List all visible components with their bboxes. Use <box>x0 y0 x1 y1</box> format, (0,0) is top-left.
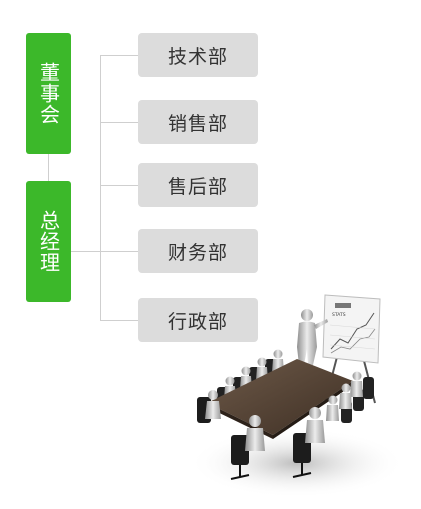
board-of-directors-box: 董事会 <box>26 33 71 154</box>
connector-branch <box>100 55 138 56</box>
department-box-after-sales: 售后部 <box>138 163 258 207</box>
connector-branch <box>100 122 138 123</box>
connector-branch <box>100 185 138 186</box>
presenter-figure <box>297 309 328 365</box>
meeting-illustration: STATS <box>189 294 405 498</box>
flip-chart-stats-label: STATS <box>332 312 346 318</box>
right-row-attendees <box>326 371 374 423</box>
department-box-finance: 财务部 <box>138 229 258 273</box>
front-row-attendees <box>197 390 325 480</box>
connector-board-to-manager <box>48 154 49 181</box>
connector-manager-to-trunk <box>71 251 101 252</box>
connector-branch <box>100 251 138 252</box>
connector-trunk <box>100 55 101 320</box>
board-of-directors-label: 董事会 <box>36 62 61 125</box>
connector-branch <box>100 320 138 321</box>
department-box-administration: 行政部 <box>138 298 258 342</box>
department-box-sales: 销售部 <box>138 100 258 144</box>
general-manager-label: 总经理 <box>36 210 61 273</box>
flip-chart: STATS <box>322 294 381 404</box>
conference-table <box>207 359 353 435</box>
department-box-technology: 技术部 <box>138 33 258 77</box>
general-manager-box: 总经理 <box>26 181 71 302</box>
